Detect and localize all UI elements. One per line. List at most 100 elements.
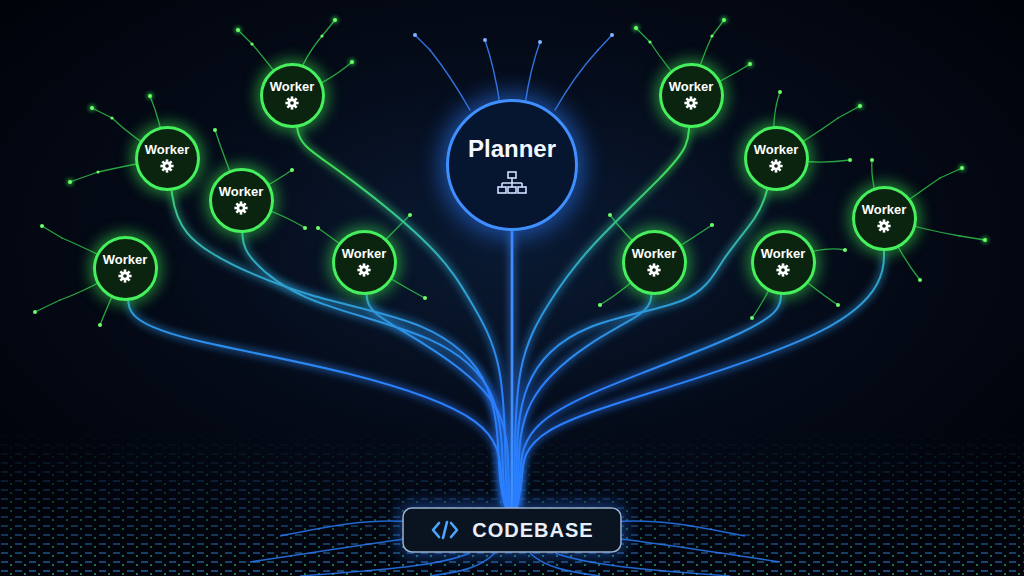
worker-circle-outline (752, 231, 814, 293)
worker-circle-outline (260, 63, 325, 128)
node-content: CODEBASE (430, 519, 593, 542)
branch-connector (516, 294, 781, 507)
twig-tips (213, 128, 217, 132)
worker-label: Worker (103, 253, 148, 268)
gear-icon (776, 263, 790, 277)
branch-connector (128, 300, 506, 507)
twig-tips (598, 303, 602, 307)
code-icon (433, 522, 457, 538)
worker-circle-outline (210, 169, 272, 231)
connector-glow (367, 294, 511, 507)
gear-icon (285, 96, 299, 110)
planner-twig-tips (483, 38, 487, 42)
twig-glow (747, 61, 753, 67)
codebase-label: CODEBASE (472, 519, 593, 542)
worker-circle-outline (744, 126, 809, 191)
worker-label: Worker (270, 80, 315, 95)
root-lines (612, 521, 745, 536)
planner-twigs (430, 50, 470, 110)
twig-branches (322, 20, 335, 36)
worker-circle-outline (659, 63, 724, 128)
gear-icon (880, 222, 889, 231)
planner-circle-outline (448, 101, 577, 230)
hierarchy-icon (508, 172, 516, 178)
root-lines (280, 521, 412, 536)
branch-connector (367, 294, 511, 507)
planner-label: Planner (468, 135, 556, 163)
twig-tips (848, 158, 852, 162)
twig-tips (648, 40, 651, 43)
root-lines (430, 553, 495, 576)
worker-circle: Worker (209, 168, 274, 233)
twig-branches (42, 226, 62, 238)
node-content: Worker (145, 143, 190, 174)
codebase-box-outline (403, 508, 621, 552)
worker-circle-outline (745, 127, 807, 189)
twig-tips (40, 224, 44, 228)
node-content: Worker (632, 247, 677, 278)
worker-label: Worker (754, 143, 799, 158)
worker-circle: Worker (93, 236, 158, 301)
gear-icon (877, 219, 891, 233)
gear-icon (781, 269, 785, 273)
branch-connector (172, 190, 506, 507)
gear-icon (160, 159, 174, 173)
worker-circle-outline (209, 168, 274, 233)
root-lines (555, 553, 730, 576)
twig-tips (960, 166, 964, 170)
twig-branches (838, 106, 860, 118)
gear-icon (239, 207, 243, 211)
gear-icon (165, 165, 169, 169)
twig-branches (960, 236, 985, 240)
twig-glow (982, 237, 988, 243)
hierarchy-icon (502, 178, 522, 187)
worker-label: Worker (761, 247, 806, 262)
worker-label: Worker (342, 247, 387, 262)
twig-branches (92, 108, 112, 118)
planner-twig-tips (538, 40, 542, 44)
root-lines (250, 538, 412, 562)
twig-tips (710, 34, 713, 37)
node-content: Worker (219, 185, 264, 216)
twig-glow (633, 25, 639, 31)
twig-glow (147, 93, 153, 99)
gear-icon (288, 99, 297, 108)
gear-icon (118, 269, 132, 283)
root-lines (612, 538, 780, 562)
planner-twig-tips (610, 33, 614, 37)
twig-tips (68, 180, 72, 184)
twig-tips (870, 158, 874, 162)
twig-tips (250, 42, 253, 45)
gear-icon (689, 102, 693, 106)
gear-icon (774, 165, 778, 169)
twig-tips (983, 238, 987, 242)
branch-connector (517, 251, 884, 508)
twig-tips (843, 248, 847, 252)
worker-circle-outline (622, 230, 687, 295)
root-lines (300, 553, 470, 576)
branch-connector (511, 231, 514, 507)
worker-circle: Worker (260, 63, 325, 128)
planner-twig-tips (413, 33, 417, 37)
twig-tips (350, 60, 354, 64)
twig-glow (235, 27, 241, 33)
twig-tips (750, 316, 754, 320)
twig-tips (778, 90, 782, 94)
twig-tips (316, 226, 320, 230)
twig-branches (35, 300, 60, 312)
twig-tips (836, 303, 840, 307)
planner-twigs (555, 50, 598, 110)
worker-circle-outline (136, 127, 198, 189)
gear-icon (882, 225, 886, 229)
gear-icon (684, 96, 698, 110)
code-icon (430, 519, 460, 541)
twig-tips (303, 226, 307, 230)
twig-tips (423, 296, 427, 300)
twig-glow (89, 105, 95, 111)
connector-glow (514, 189, 767, 507)
twig-glow (332, 17, 338, 23)
node-content: Worker (342, 247, 387, 278)
